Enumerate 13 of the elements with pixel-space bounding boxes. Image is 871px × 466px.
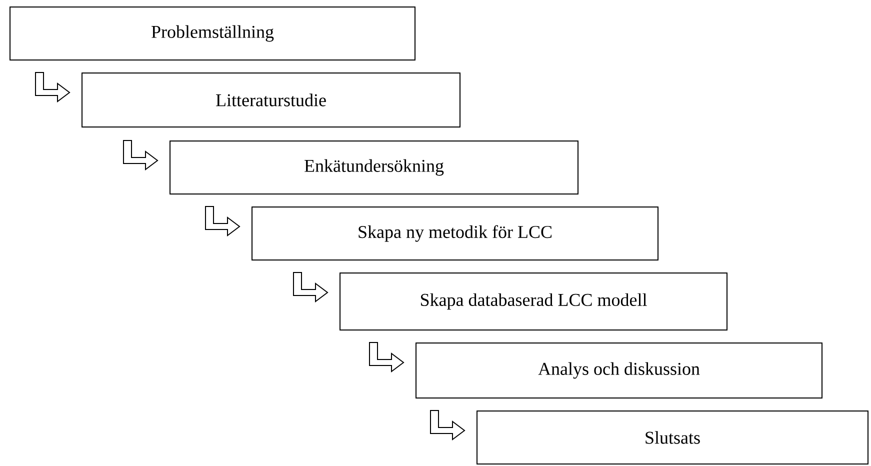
step-box: Slutsats bbox=[476, 410, 868, 464]
step-box: Skapa ny metodik för LCC bbox=[252, 206, 658, 260]
bent-arrow bbox=[430, 410, 466, 440]
step-box: Problemställning bbox=[10, 6, 416, 60]
step-box: Analys och diskussion bbox=[416, 342, 822, 398]
bent-arrow bbox=[293, 272, 328, 302]
step-box: Litteraturstudie bbox=[82, 72, 460, 128]
step-box: Enkätundersökning bbox=[170, 140, 578, 194]
bent-arrow bbox=[369, 342, 404, 372]
step-box: Skapa databaserad LCC modell bbox=[340, 272, 728, 330]
bent-arrow bbox=[205, 206, 240, 236]
bent-arrow bbox=[123, 140, 158, 170]
bent-arrow bbox=[35, 72, 70, 102]
